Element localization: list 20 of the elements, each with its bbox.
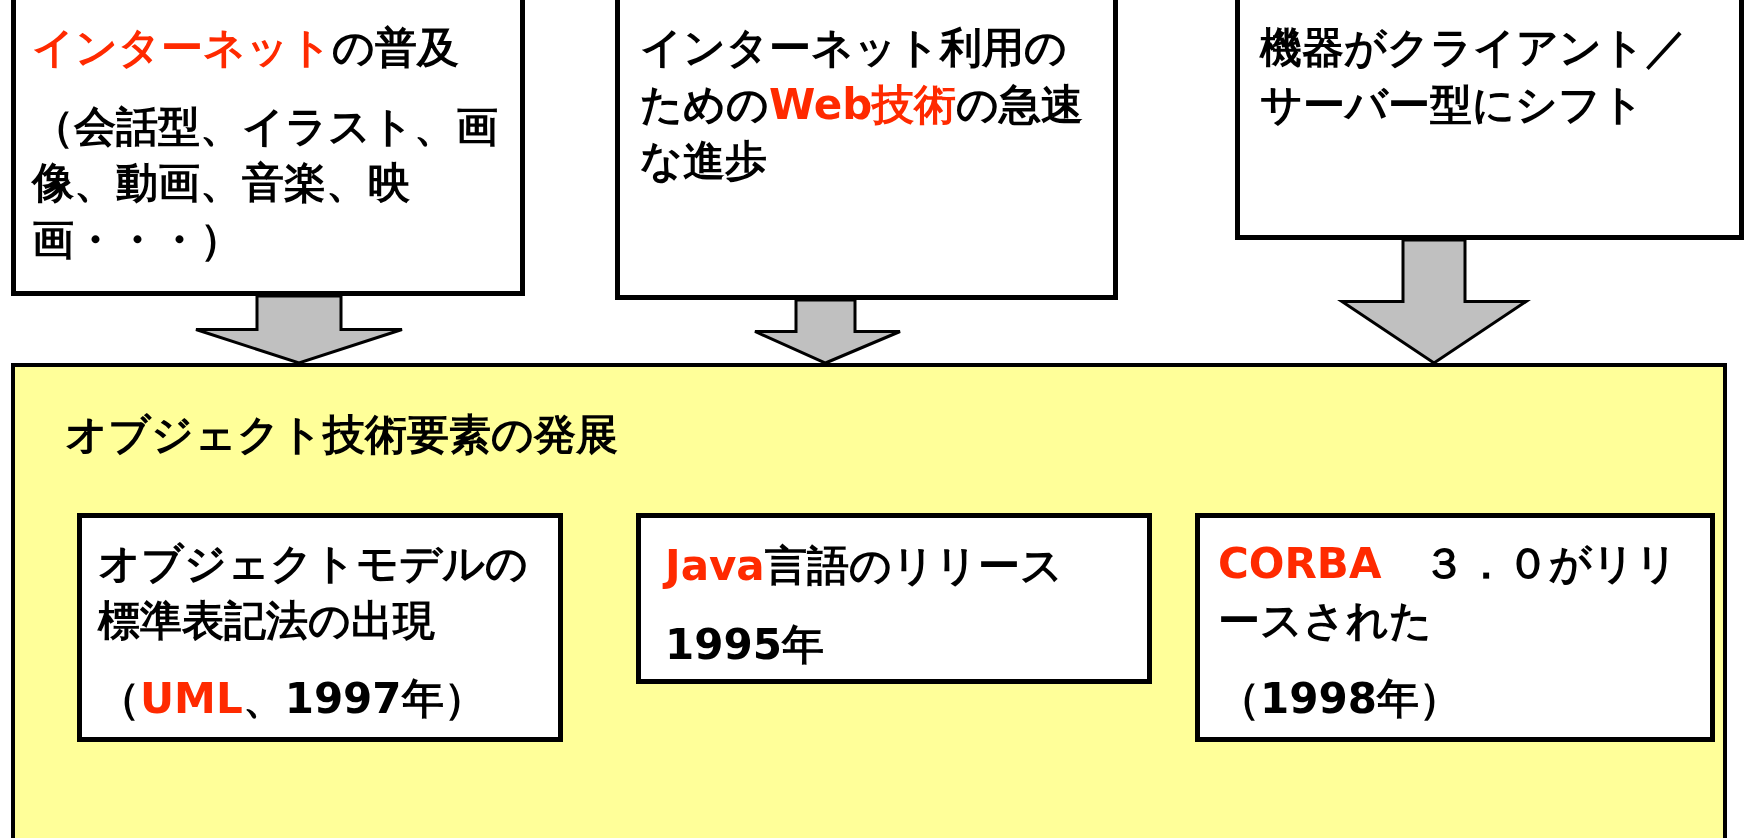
text-box xyxy=(615,0,1118,300)
block-arrow xyxy=(1337,238,1531,365)
box-text: （会話型、イラスト、画像、動画、音楽、映画・・・） xyxy=(32,100,499,267)
box-text: オブジェクトモデルの標準表記法の出現 xyxy=(98,538,529,647)
inner-box xyxy=(77,513,563,742)
box-text: 機器がクライアント／サーバー型にシフト xyxy=(1260,22,1688,131)
block-arrow xyxy=(753,298,902,365)
text-box xyxy=(11,0,525,296)
box-text: （UML、1997年） xyxy=(98,673,487,726)
inner-box xyxy=(1195,513,1715,742)
panel-heading: オブジェクト技術要素の発展 xyxy=(65,409,619,461)
box-text: 1995年 xyxy=(665,618,825,671)
box-text: インターネット利用のためのWeb技術の急速な進歩 xyxy=(640,22,1085,188)
group-panel xyxy=(11,363,1727,838)
box-text: （1998年） xyxy=(1218,673,1462,726)
text-box xyxy=(1235,0,1744,240)
box-text: インターネットの普及 xyxy=(32,22,460,74)
block-arrow xyxy=(194,294,404,365)
box-text: CORBA ３．０がリリースされた xyxy=(1218,538,1680,647)
inner-box xyxy=(636,513,1152,684)
